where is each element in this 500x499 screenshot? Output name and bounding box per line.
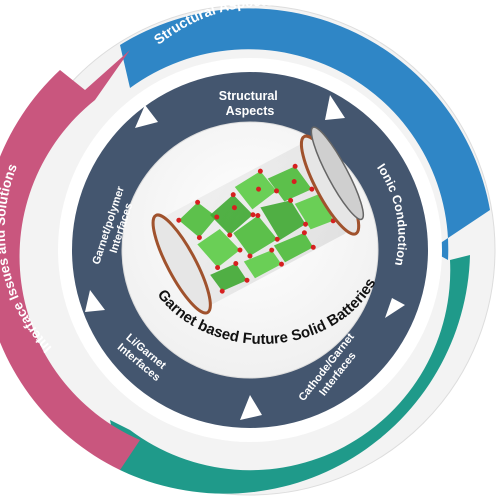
- cylinder-cap-left: [151, 213, 212, 315]
- garnet-crystal-lattice: [178, 166, 334, 292]
- inner-ring-arrows: [85, 95, 405, 420]
- oxygen-atoms: [176, 163, 336, 294]
- outer-sector-interface-issues: [0, 50, 140, 470]
- cylinder-lid: [310, 126, 365, 221]
- outer-sector-interface-characterizations: [110, 255, 470, 494]
- battery-cylinder-illustration: [151, 126, 365, 315]
- label-structural-aspects: Structural Aspects: [219, 89, 282, 118]
- outer-sector-structural-aspects: [120, 8, 490, 261]
